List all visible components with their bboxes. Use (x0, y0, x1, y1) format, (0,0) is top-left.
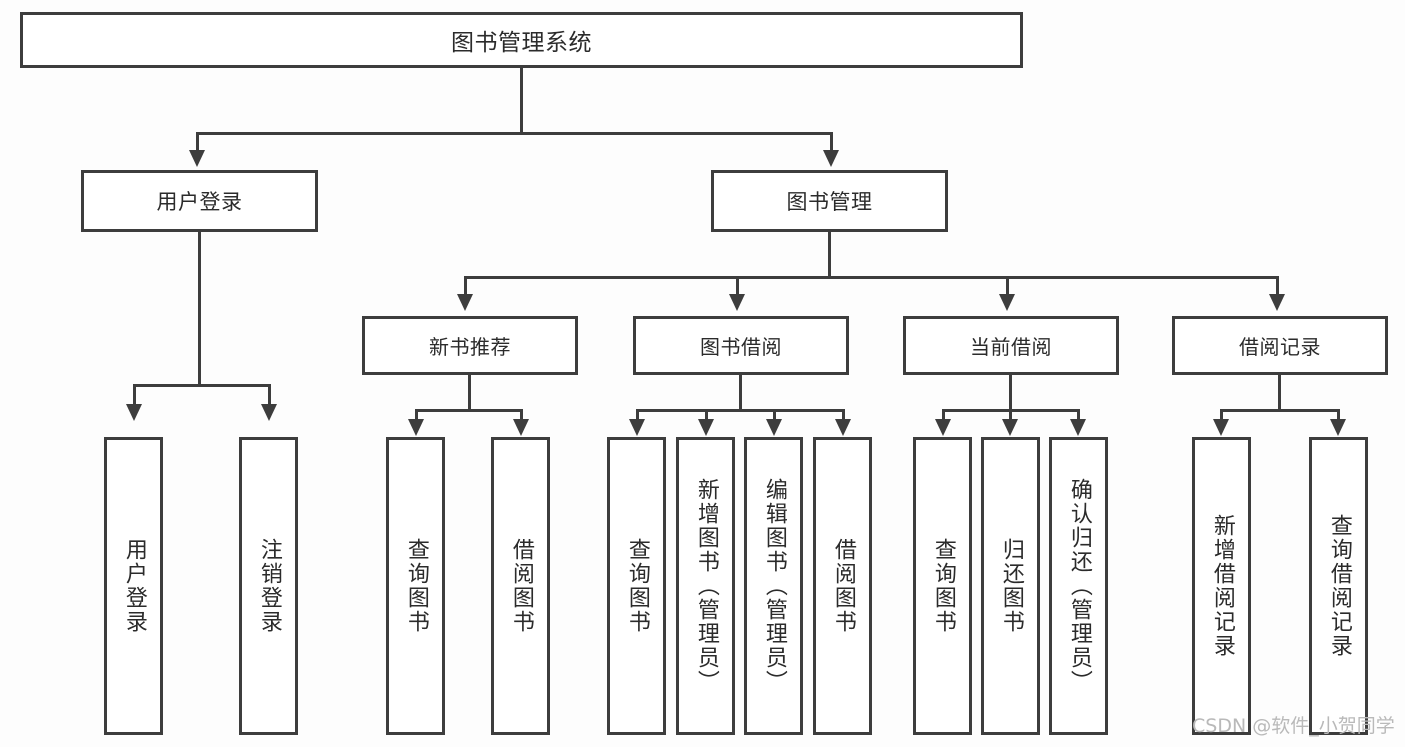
connector-book-manage-drop-2 (736, 276, 739, 296)
connector-book-borrow-stem (739, 375, 742, 409)
arrow-to-leaf-logout (261, 404, 277, 421)
node-label: 新增图书（管理员） (693, 478, 719, 694)
node-label: 图书管理 (786, 190, 873, 214)
connector-borrow-record-bus (1220, 409, 1340, 412)
node-label: 注销登录 (256, 538, 282, 634)
leaf-query-book-borrow[interactable]: 查询图书 (607, 437, 666, 735)
arrow-to-leaf-user-login (126, 404, 142, 421)
arrow-to-leaf-query-book-3 (935, 419, 951, 436)
connector-book-borrow-drop-2 (705, 409, 708, 421)
connector-root-to-user-login (196, 132, 199, 152)
connector-new-book-drop-1 (415, 409, 418, 421)
connector-book-manage-drop-3 (1006, 276, 1009, 296)
arrow-to-new-book-recommend (457, 294, 473, 311)
connector-borrow-record-drop-2 (1337, 409, 1340, 421)
arrow-to-leaf-add-record (1213, 419, 1229, 436)
node-borrow-record[interactable]: 借阅记录 (1172, 316, 1388, 375)
connector-borrow-record-stem (1278, 375, 1281, 409)
node-label: 新书推荐 (429, 335, 511, 359)
arrow-to-leaf-query-record (1330, 419, 1346, 436)
node-label: 新增借阅记录 (1209, 514, 1235, 658)
connector-book-borrow-drop-1 (636, 409, 639, 421)
node-label: 借阅图书 (508, 538, 534, 634)
connector-book-manage-stem (828, 232, 831, 276)
connector-user-login-stem (198, 232, 201, 384)
leaf-user-login[interactable]: 用户登录 (104, 437, 163, 735)
arrow-root-to-book-manage (823, 150, 839, 167)
arrow-to-leaf-borrow-book-2 (835, 419, 851, 436)
connector-book-manage-drop-1 (464, 276, 467, 296)
node-current-borrow[interactable]: 当前借阅 (903, 316, 1119, 375)
node-user-login[interactable]: 用户登录 (81, 170, 318, 232)
leaf-add-borrow-record[interactable]: 新增借阅记录 (1192, 437, 1251, 735)
node-new-book-recommend[interactable]: 新书推荐 (362, 316, 578, 375)
connector-borrow-record-drop-1 (1220, 409, 1223, 421)
connector-current-borrow-stem (1009, 375, 1012, 409)
connector-root-stem (520, 68, 523, 132)
arrow-to-book-borrow (729, 294, 745, 311)
connector-book-manage-bus (464, 276, 1279, 279)
node-label: 查询图书 (624, 538, 650, 634)
node-label: 归还图书 (998, 538, 1024, 634)
node-label: 编辑图书（管理员） (761, 478, 787, 694)
node-label: 借阅记录 (1239, 335, 1321, 359)
connector-book-borrow-drop-3 (773, 409, 776, 421)
node-book-borrow[interactable]: 图书借阅 (633, 316, 849, 375)
arrow-to-leaf-add-book (698, 419, 714, 436)
connector-user-login-right-drop (268, 384, 271, 406)
connector-current-borrow-drop-3 (1077, 409, 1080, 421)
arrow-to-leaf-borrow-book-1 (513, 419, 529, 436)
node-root-library-system[interactable]: 图书管理系统 (20, 12, 1023, 68)
connector-new-book-bus (415, 409, 523, 412)
connector-root-bus (196, 132, 833, 135)
connector-new-book-stem (468, 375, 471, 409)
node-label: 查询图书 (930, 538, 956, 634)
arrow-to-borrow-record (1269, 294, 1285, 311)
leaf-return-book[interactable]: 归还图书 (981, 437, 1040, 735)
node-book-management[interactable]: 图书管理 (711, 170, 948, 232)
node-label: 查询借阅记录 (1326, 514, 1352, 658)
connector-current-borrow-drop-1 (942, 409, 945, 421)
leaf-query-borrow-record[interactable]: 查询借阅记录 (1309, 437, 1368, 735)
leaf-borrow-book-recommend[interactable]: 借阅图书 (491, 437, 550, 735)
arrow-root-to-user-login (189, 150, 205, 167)
connector-user-login-left-drop (133, 384, 136, 406)
leaf-confirm-return-admin[interactable]: 确认归还（管理员） (1049, 437, 1108, 735)
connector-book-manage-drop-4 (1276, 276, 1279, 296)
leaf-query-book-recommend[interactable]: 查询图书 (386, 437, 445, 735)
arrow-to-leaf-confirm-return (1070, 419, 1086, 436)
leaf-edit-book-admin[interactable]: 编辑图书（管理员） (744, 437, 803, 735)
connector-user-login-bus (133, 384, 268, 387)
arrow-to-leaf-edit-book (766, 419, 782, 436)
csdn-watermark: CSDN @软件_小贺同学 (1192, 715, 1395, 737)
leaf-add-book-admin[interactable]: 新增图书（管理员） (676, 437, 735, 735)
connector-current-borrow-drop-2 (1009, 409, 1012, 421)
arrow-to-leaf-query-book-2 (629, 419, 645, 436)
arrow-to-leaf-query-book-1 (408, 419, 424, 436)
connector-root-to-book-manage (830, 132, 833, 152)
arrow-to-leaf-return-book (1002, 419, 1018, 436)
node-label: 借阅图书 (830, 538, 856, 634)
node-label: 图书借阅 (700, 335, 782, 359)
leaf-borrow-book[interactable]: 借阅图书 (813, 437, 872, 735)
leaf-query-book-current[interactable]: 查询图书 (913, 437, 972, 735)
connector-book-borrow-drop-4 (842, 409, 845, 421)
node-label: 确认归还（管理员） (1066, 478, 1092, 694)
node-label: 查询图书 (403, 538, 429, 634)
node-label: 用户登录 (121, 538, 147, 634)
arrow-to-current-borrow (999, 294, 1015, 311)
node-label: 用户登录 (156, 190, 243, 214)
leaf-logout[interactable]: 注销登录 (239, 437, 298, 735)
node-label: 当前借阅 (970, 335, 1052, 359)
node-label: 图书管理系统 (451, 30, 592, 56)
connector-new-book-drop-2 (520, 409, 523, 421)
connector-book-borrow-bus (636, 409, 845, 412)
